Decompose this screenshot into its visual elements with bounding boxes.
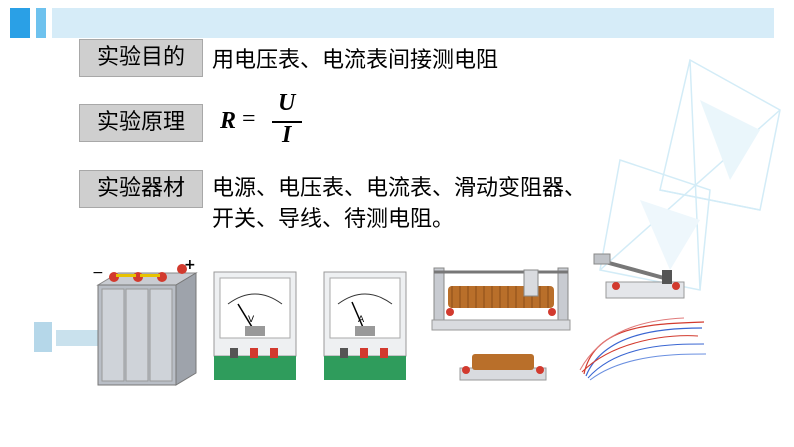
battery-image: − + <box>92 257 198 386</box>
header-band <box>52 8 774 38</box>
ammeter-symbol: A <box>358 315 365 325</box>
publisher-logo <box>34 322 102 352</box>
formula-denominator: I <box>282 122 292 148</box>
header-bar <box>0 0 794 40</box>
voltmeter-symbol: V <box>248 315 255 325</box>
header-square-dark <box>10 8 30 38</box>
equipment-text-line1: 电源、电压表、电流表、滑动变阻器、 <box>212 176 587 201</box>
battery-plus-label: + <box>184 257 196 273</box>
label-purpose: 实验目的 <box>79 39 203 77</box>
ammeter-image: A <box>323 271 407 380</box>
formula-equals: = <box>242 106 256 132</box>
resistor-image <box>459 354 547 381</box>
fraction-bar <box>272 121 302 123</box>
equipment-text-line2: 开关、导线、待测电阻。 <box>212 207 455 232</box>
purpose-text: 用电压表、电流表间接测电阻 <box>212 48 499 73</box>
battery-minus-label: − <box>92 265 104 281</box>
wires-image <box>579 317 707 381</box>
formula-r: R <box>220 108 237 134</box>
rheostat-image <box>431 267 571 331</box>
label-equipment: 实验器材 <box>79 170 203 208</box>
header-square-light <box>36 8 46 38</box>
voltmeter-image: V <box>213 271 297 380</box>
background-watermark <box>599 58 781 291</box>
ohm-formula: R = U I <box>220 90 310 150</box>
switch-image <box>593 253 685 299</box>
formula-numerator: U <box>278 90 296 116</box>
label-principle: 实验原理 <box>79 104 203 142</box>
